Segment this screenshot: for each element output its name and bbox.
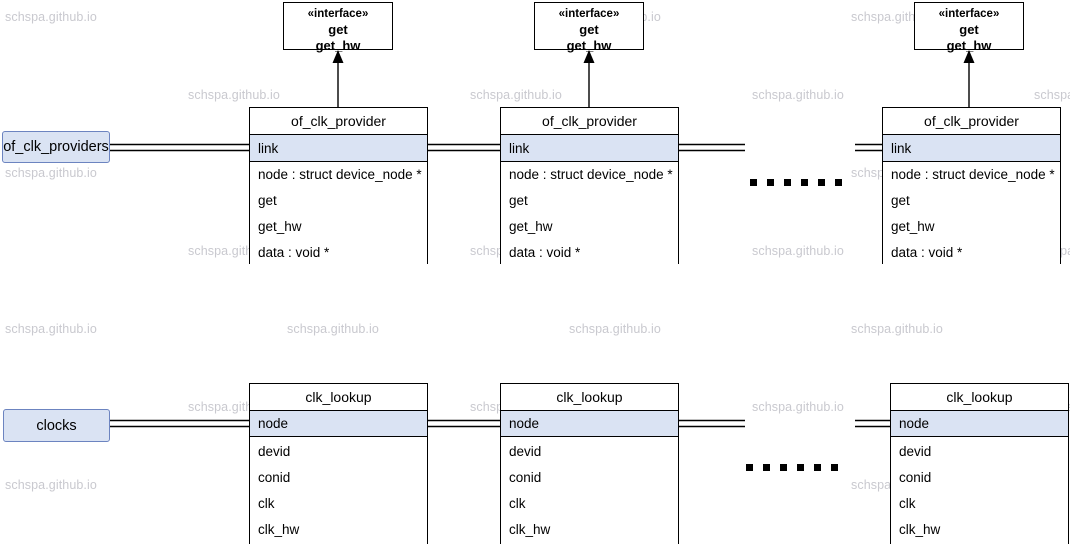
class-member-clk-hw: clk_hw <box>501 515 678 541</box>
watermark-text: schspa.github.io <box>470 88 562 102</box>
watermark-text: schspa.github.io <box>851 322 943 336</box>
class-title: of_clk_provider <box>501 108 678 135</box>
association-ellipsis-to-lookup-3 <box>855 419 890 428</box>
association-ellipsis-to-provider-3 <box>855 143 882 152</box>
ellipsis-dot <box>801 179 808 186</box>
class-title: clk_lookup <box>250 384 427 411</box>
interface-operation-get-hw: get_hw <box>946 38 992 53</box>
interface-operation-get-hw: get_hw <box>315 38 361 53</box>
interface-operation-get-hw: get_hw <box>566 38 612 53</box>
watermark-text: schspa.github.io <box>5 478 97 492</box>
interface-box-1: «interface» get get_hw <box>283 2 393 53</box>
class-member-clk-hw: clk_hw <box>250 515 427 541</box>
class-member-get-hw: get_hw <box>883 214 1060 240</box>
generalization-provider-3 <box>963 50 975 107</box>
class-member-conid: conid <box>501 463 678 489</box>
ellipsis-provider-row <box>750 179 842 186</box>
generalization-provider-2 <box>583 50 595 107</box>
ellipsis-dot <box>746 464 753 471</box>
ellipsis-dot <box>814 464 821 471</box>
ellipsis-dot <box>797 464 804 471</box>
class-member-conid: conid <box>250 463 427 489</box>
class-clk-lookup-3: clk_lookup node devid conid clk clk_hw <box>890 383 1069 544</box>
ellipsis-dot <box>784 179 791 186</box>
watermark-text: schspa.github.io <box>188 88 280 102</box>
class-title: clk_lookup <box>891 384 1068 411</box>
interface-operation-get: get <box>579 22 599 37</box>
class-member-get-hw: get_hw <box>250 214 427 240</box>
class-member-node: node : struct device_node * <box>883 162 1060 188</box>
association-clocks-to-lookup-1 <box>110 419 249 428</box>
class-member-node: node : struct device_node * <box>501 162 678 188</box>
watermark-text: schspa.github.io <box>752 88 844 102</box>
interface-stereotype: «interface» <box>938 8 1000 20</box>
ellipsis-dot <box>831 464 838 471</box>
class-member-data: data : void * <box>250 240 427 266</box>
class-member-conid: conid <box>891 463 1068 489</box>
ellipsis-dot <box>767 179 774 186</box>
ellipsis-dot <box>750 179 757 186</box>
interface-stereotype: «interface» <box>558 8 620 20</box>
class-member-link: link <box>501 135 678 162</box>
class-clk-lookup-2: clk_lookup node devid conid clk clk_hw <box>500 383 679 544</box>
of-clk-providers-anchor[interactable]: of_clk_providers <box>2 131 110 163</box>
association-providers-to-provider-1 <box>110 143 249 152</box>
interface-stereotype: «interface» <box>307 8 369 20</box>
class-member-node: node : struct device_node * <box>250 162 427 188</box>
class-member-clk: clk <box>501 489 678 515</box>
watermark-text: schspa.github.io <box>752 400 844 414</box>
class-of-clk-provider-1: of_clk_provider link node : struct devic… <box>249 107 428 266</box>
class-title: of_clk_provider <box>883 108 1060 135</box>
class-member-clk-hw: clk_hw <box>891 515 1068 541</box>
ellipsis-lookup-row <box>746 464 838 471</box>
clocks-label: clocks <box>36 417 77 434</box>
watermark-text: schspa.github.io <box>5 10 97 24</box>
ellipsis-dot <box>763 464 770 471</box>
class-member-data: data : void * <box>883 240 1060 266</box>
association-provider-1-to-2 <box>428 143 500 152</box>
class-member-get-hw: get_hw <box>501 214 678 240</box>
watermark-text: schspa.github.io <box>752 244 844 258</box>
class-member-get: get <box>501 188 678 214</box>
watermark-text: schspa.github.io <box>569 322 661 336</box>
class-member-node: node <box>250 411 427 437</box>
class-member-link: link <box>883 135 1060 162</box>
class-title: of_clk_provider <box>250 108 427 135</box>
class-member-link: link <box>250 135 427 162</box>
class-member-get: get <box>250 188 427 214</box>
ellipsis-dot <box>835 179 842 186</box>
class-member-node: node <box>501 411 678 437</box>
class-member-devid: devid <box>250 437 427 463</box>
interface-box-3: «interface» get get_hw <box>914 2 1024 53</box>
class-member-node: node <box>891 411 1068 437</box>
class-title: clk_lookup <box>501 384 678 411</box>
class-member-clk: clk <box>891 489 1068 515</box>
class-member-data: data : void * <box>501 240 678 266</box>
watermark-text: schspa.github.io <box>1034 88 1070 102</box>
watermark-text: schspa.github.io <box>5 166 97 180</box>
class-clk-lookup-1: clk_lookup node devid conid clk clk_hw <box>249 383 428 544</box>
association-lookup-1-to-2 <box>428 419 500 428</box>
class-member-clk: clk <box>250 489 427 515</box>
interface-operation-get: get <box>959 22 979 37</box>
generalization-provider-1 <box>332 50 344 107</box>
of-clk-providers-label: of_clk_providers <box>3 139 109 155</box>
class-of-clk-provider-2: of_clk_provider link node : struct devic… <box>500 107 679 266</box>
ellipsis-dot <box>818 179 825 186</box>
interface-box-2: «interface» get get_hw <box>534 2 644 53</box>
class-member-devid: devid <box>891 437 1068 463</box>
association-provider-2-to-ellipsis <box>679 143 745 152</box>
class-member-devid: devid <box>501 437 678 463</box>
association-lookup-2-to-ellipsis <box>679 419 745 428</box>
class-member-get: get <box>883 188 1060 214</box>
watermark-text: schspa.github.io <box>5 322 97 336</box>
clocks-anchor[interactable]: clocks <box>3 409 110 442</box>
interface-operation-get: get <box>328 22 348 37</box>
watermark-text: schspa.github.io <box>287 322 379 336</box>
class-of-clk-provider-3: of_clk_provider link node : struct devic… <box>882 107 1061 266</box>
ellipsis-dot <box>780 464 787 471</box>
